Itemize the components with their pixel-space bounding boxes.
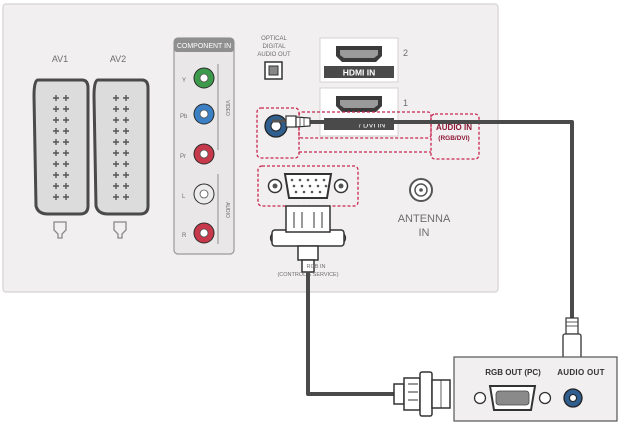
scart-pin [63, 172, 69, 178]
scart-pin [53, 172, 59, 178]
optical-line-1: OPTICAL [261, 36, 287, 42]
hdmi-in-label: HDMI IN [343, 68, 376, 78]
component-row-label-r: R [182, 233, 187, 239]
audio-in-line-2: (RGB/DVI) [438, 135, 469, 142]
rgb-in-port [267, 173, 349, 199]
hdmi-1-number: 1 [403, 98, 408, 108]
component-title: COMPONENT IN [177, 43, 231, 50]
scart-pin [123, 183, 129, 189]
scart-pin [53, 194, 59, 200]
rgb-out-label: RGB OUT (PC) [485, 368, 541, 377]
optical-line-2: DIGITAL [263, 44, 287, 50]
scart-pin [113, 139, 119, 145]
scart-pin [123, 139, 129, 145]
pc-audio-out-port: AUDIO OUT [557, 368, 605, 408]
av1-label: AV1 [52, 54, 68, 64]
hdmi-1-dvi-label: / DVI IN [359, 121, 385, 130]
antenna-line-1: ANTENNA [398, 213, 451, 225]
scart-pin [113, 150, 119, 156]
scart-pin [53, 150, 59, 156]
component-row-label-l: L [182, 194, 186, 200]
pc-rgb-out-port: RGB OUT (PC) [473, 368, 552, 411]
scart-pin [113, 161, 119, 167]
scart-pin [63, 194, 69, 200]
scart-pin [113, 183, 119, 189]
scart-pin [113, 194, 119, 200]
component-in-block: COMPONENT IN VIDEO AUDIO Y Pb Pr L R [173, 37, 235, 255]
antenna-in-port: ANTENNA IN [398, 178, 451, 239]
vga-plug-pc-side [393, 371, 451, 417]
scart-pin [53, 95, 59, 101]
component-row-label-y: Y [182, 78, 186, 84]
ground-icon [113, 221, 127, 239]
scart-pin [63, 117, 69, 123]
audio-out-label: AUDIO OUT [557, 368, 605, 377]
scart-pin [53, 106, 59, 112]
scart-pin [53, 128, 59, 134]
audio-in-jack [264, 114, 288, 138]
scart-pin [113, 172, 119, 178]
scart-pin [123, 106, 129, 112]
scart-pin [63, 161, 69, 167]
scart-pin [123, 161, 129, 167]
vga-plug-tv-side [269, 205, 347, 273]
scart-pin [63, 128, 69, 134]
optical-audio-out-port: OPTICAL DIGITAL AUDIO OUT [257, 36, 291, 80]
component-row-label-pb: Pb [180, 114, 188, 120]
rgb-in-line-1: RGB IN [307, 264, 326, 270]
scart-pin [63, 150, 69, 156]
audio-in-label: AUDIO IN (RGB/DVI) [436, 123, 472, 142]
scart-pin [123, 172, 129, 178]
audio-side-label: AUDIO [224, 202, 230, 218]
hdmi-2-port: 2 HDMI IN [319, 37, 408, 83]
scart-pin [113, 117, 119, 123]
component-row-label-pr: Pr [180, 154, 186, 160]
scart-pin [63, 106, 69, 112]
scart-pin [53, 183, 59, 189]
scart-pin [63, 95, 69, 101]
scart-pin [123, 117, 129, 123]
ground-icon [53, 221, 67, 239]
scart-pin [53, 161, 59, 167]
optical-line-3: AUDIO OUT [257, 52, 291, 58]
scart-pin [123, 95, 129, 101]
scart-av1-port: AV1 [32, 54, 90, 239]
scart-pin [63, 139, 69, 145]
audio-in-line-1: AUDIO IN [436, 123, 472, 132]
scart-pin [113, 128, 119, 134]
video-side-label: VIDEO [224, 100, 230, 116]
scart-pin [53, 117, 59, 123]
scart-pin [53, 139, 59, 145]
vga-cable [306, 272, 394, 396]
scart-pin [123, 150, 129, 156]
scart-pin [113, 106, 119, 112]
scart-pin [123, 128, 129, 134]
scart-pin [123, 194, 129, 200]
scart-av2-port: AV2 [92, 54, 150, 239]
hdmi-2-number: 2 [403, 48, 408, 58]
scart-pin [113, 95, 119, 101]
scart-pin [63, 183, 69, 189]
antenna-line-2: IN [419, 227, 430, 239]
av2-label: AV2 [110, 54, 126, 64]
